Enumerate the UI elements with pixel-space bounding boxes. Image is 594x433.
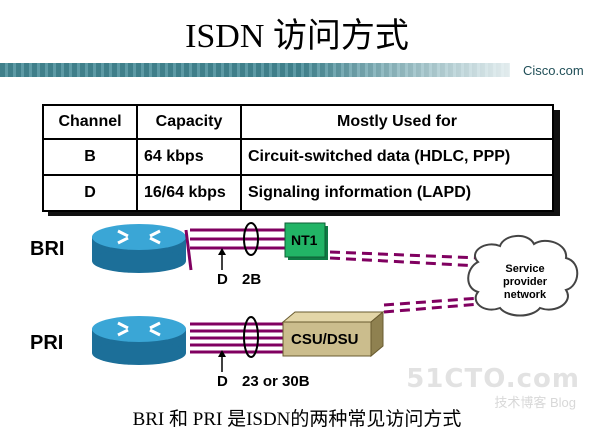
header-channel: Channel	[42, 104, 138, 140]
provider-links	[329, 250, 481, 314]
watermark-sub: 技术博客 Blog	[494, 395, 576, 410]
brand-label: Cisco.com	[523, 63, 584, 78]
cell-channel: D	[42, 174, 138, 212]
header-usage: Mostly Used for	[240, 104, 554, 140]
watermark: 51CTO.com	[406, 364, 580, 394]
table-row: D 16/64 kbps Signaling information (LAPD…	[42, 174, 554, 212]
cloud-line-1: Service	[505, 263, 545, 275]
bri-b-label: 2B	[242, 271, 262, 288]
bri-lines	[184, 222, 285, 271]
cell-capacity: 16/64 kbps	[136, 174, 242, 212]
nt1-label: NT1	[291, 232, 318, 248]
pri-d-label: D	[217, 373, 228, 390]
channel-table: Channel Capacity Mostly Used for B 64 kb…	[42, 104, 554, 212]
cell-usage: Signaling information (LAPD)	[240, 174, 554, 212]
bri-d-label: D	[217, 271, 228, 288]
bri-label: BRI	[30, 238, 65, 260]
cell-channel: B	[42, 138, 138, 176]
header-capacity: Capacity	[136, 104, 242, 140]
cell-capacity: 64 kbps	[136, 138, 242, 176]
cloud-label: Service provider network	[492, 263, 558, 302]
pri-label: PRI	[30, 332, 64, 354]
page-title: ISDN 访问方式	[185, 18, 409, 55]
caption: BRI 和 PRI 是ISDN的两种常见访问方式	[132, 409, 462, 430]
header-band-fade	[300, 63, 510, 77]
table-row: B 64 kbps Circuit-switched data (HDLC, P…	[42, 138, 554, 176]
pri-router-icon	[92, 316, 186, 365]
pri-b-label: 23 or 30B	[242, 373, 310, 390]
nt1-box	[284, 222, 328, 260]
csu-dsu-box	[281, 310, 385, 358]
pri-lines	[190, 316, 290, 372]
bri-router-icon	[92, 224, 186, 273]
cloud-icon	[467, 235, 579, 317]
cloud-line-3: network	[503, 289, 547, 301]
csu-dsu-label: CSU/DSU	[291, 331, 359, 348]
cell-usage: Circuit-switched data (HDLC, PPP)	[240, 138, 554, 176]
table-header-row: Channel Capacity Mostly Used for	[42, 104, 554, 140]
cloud-line-2: provider	[502, 276, 547, 288]
